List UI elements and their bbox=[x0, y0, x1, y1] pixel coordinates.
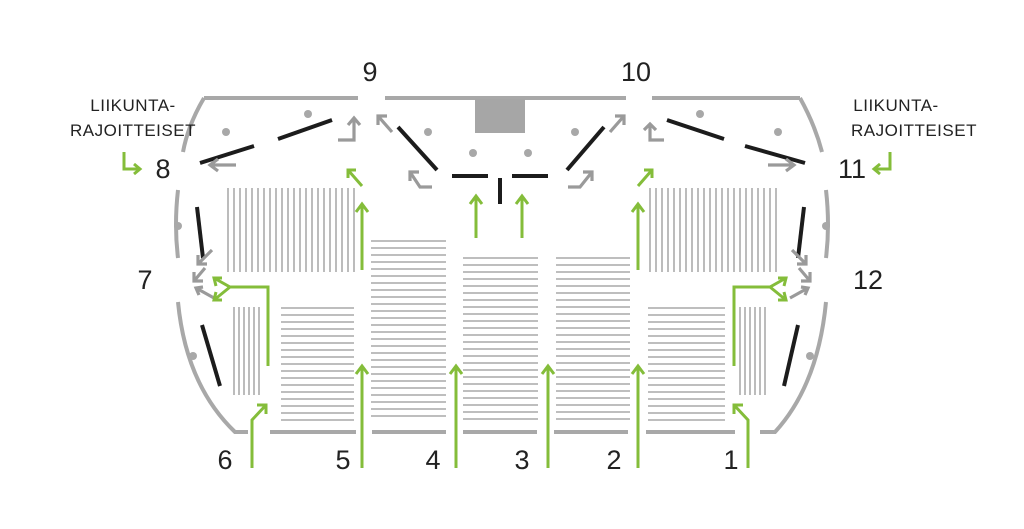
segment bbox=[277, 118, 333, 141]
stage-block bbox=[475, 99, 525, 133]
exit-arrow bbox=[192, 266, 207, 283]
left-wall-lower bbox=[176, 301, 248, 434]
entrance-arrow-right-tier bbox=[630, 201, 646, 270]
segment bbox=[666, 118, 725, 141]
entrance-label-9: 9 bbox=[362, 57, 377, 87]
accessibility-label-left-line1: LIIKUNTA- bbox=[90, 96, 175, 115]
right-wall-upper bbox=[798, 97, 824, 153]
aisle-lights bbox=[174, 110, 830, 360]
right-wall-lower bbox=[760, 301, 828, 434]
entrance-arrow-left-tier bbox=[354, 201, 370, 270]
exit-arrow bbox=[207, 157, 236, 173]
exit-arrow bbox=[642, 121, 664, 142]
entrance-arrow-10-side bbox=[636, 168, 654, 187]
exit-arrow bbox=[376, 114, 394, 134]
accessibility-label-left-line2: RAJOITTEISET bbox=[70, 121, 196, 140]
segment bbox=[782, 324, 800, 387]
segment bbox=[744, 144, 806, 165]
entrance-label-6: 6 bbox=[217, 445, 232, 475]
entrance-arrow-center-right bbox=[514, 193, 530, 238]
entrance-label-3: 3 bbox=[514, 445, 529, 475]
entrance-label-4: 4 bbox=[425, 445, 440, 475]
exit-arrow bbox=[608, 114, 626, 134]
segment bbox=[195, 206, 205, 259]
exit-arrow bbox=[338, 115, 362, 142]
segment bbox=[200, 324, 222, 387]
entrance-arrow-center-left bbox=[468, 193, 484, 238]
dot bbox=[524, 149, 532, 157]
exit-arrow bbox=[790, 248, 808, 266]
segment bbox=[796, 206, 806, 259]
exit-arrow bbox=[568, 170, 594, 189]
exit-arrow bbox=[196, 248, 214, 266]
dot bbox=[222, 128, 230, 136]
entrance-numbers: 1 2 3 4 5 6 7 8 9 10 11 12 bbox=[137, 57, 883, 475]
entrance-label-5: 5 bbox=[335, 445, 350, 475]
entrance-arrows bbox=[122, 152, 892, 468]
entrance-arrow-4 bbox=[448, 363, 464, 468]
seat-blocks-main bbox=[281, 240, 725, 421]
entrance-label-10: 10 bbox=[621, 57, 651, 87]
dot bbox=[424, 128, 432, 136]
dot bbox=[696, 110, 704, 118]
accessibility-labels: LIIKUNTA- RAJOITTEISET LIIKUNTA- RAJOITT… bbox=[70, 96, 977, 140]
accessibility-arrow-right bbox=[871, 152, 892, 176]
accessibility-label-right-line1: LIIKUNTA- bbox=[853, 96, 938, 115]
dot bbox=[571, 128, 579, 136]
entrance-label-7: 7 bbox=[137, 265, 152, 295]
segment bbox=[199, 144, 255, 165]
entrance-arrow-2 bbox=[630, 363, 646, 468]
dot bbox=[304, 110, 312, 118]
entrance-arrow-7-branch bbox=[212, 276, 270, 366]
seat-block-left-side bbox=[233, 307, 260, 395]
seat-block-upper-right bbox=[649, 188, 777, 272]
seat-block-upper-left bbox=[227, 188, 355, 272]
dot bbox=[822, 222, 830, 230]
left-wall-upper bbox=[181, 96, 206, 153]
seat-block-right-side bbox=[739, 307, 766, 395]
exit-arrow bbox=[193, 285, 215, 300]
door-segments bbox=[195, 118, 806, 387]
entrance-label-1: 1 bbox=[723, 445, 738, 475]
entrance-arrow-9-side bbox=[346, 168, 364, 187]
entrance-label-2: 2 bbox=[606, 445, 621, 475]
exit-arrow bbox=[797, 266, 812, 283]
accessibility-arrow-left bbox=[122, 152, 143, 176]
entrance-arrow-5 bbox=[354, 363, 370, 468]
exit-arrow bbox=[408, 170, 432, 189]
entrance-arrow-12-branch bbox=[732, 276, 788, 366]
segment bbox=[396, 125, 439, 172]
seating-blocks bbox=[227, 188, 777, 421]
dot bbox=[806, 352, 814, 360]
exit-arrow bbox=[789, 285, 811, 300]
entrance-label-12: 12 bbox=[853, 265, 883, 295]
segment bbox=[565, 125, 606, 172]
dot bbox=[774, 128, 782, 136]
entrance-arrow-6 bbox=[250, 403, 268, 468]
entrance-label-11: 11 bbox=[838, 154, 866, 184]
entrance-arrow-1 bbox=[732, 403, 750, 468]
exit-arrow bbox=[768, 157, 797, 173]
exit-arrows bbox=[192, 114, 812, 300]
accessibility-label-right-line2: RAJOITTEISET bbox=[851, 121, 977, 140]
entrance-label-8: 8 bbox=[155, 154, 170, 184]
dot bbox=[469, 149, 477, 157]
entrance-arrow-3 bbox=[540, 363, 556, 468]
dot bbox=[189, 352, 197, 360]
dot bbox=[174, 222, 182, 230]
